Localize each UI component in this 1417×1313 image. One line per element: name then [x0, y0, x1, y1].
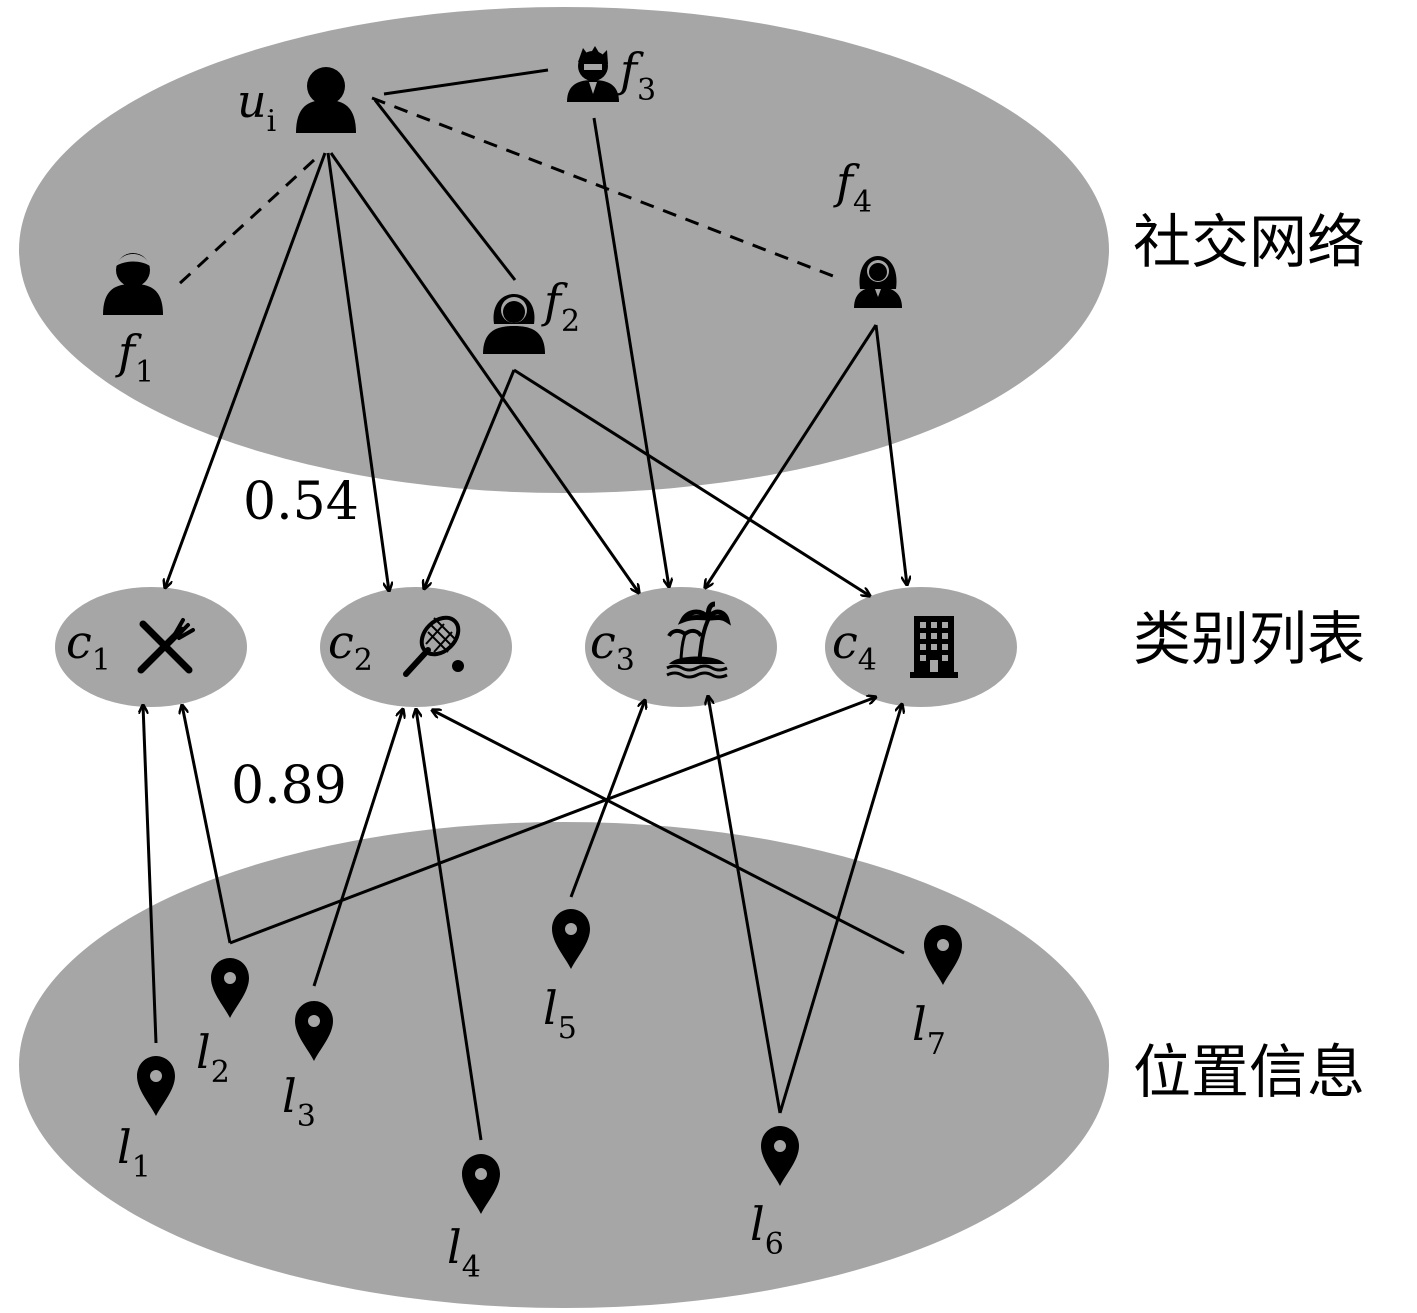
man-icon	[103, 253, 163, 315]
arrow-f4-c4	[874, 324, 907, 585]
section-label-category: 类别列表	[1133, 605, 1365, 673]
map-pin-icon	[295, 1001, 333, 1061]
arrow-ui-c3	[329, 152, 639, 593]
arrow-l1-c1	[143, 705, 158, 1044]
palm-island-icon	[666, 601, 732, 679]
arrow-l6-c4	[778, 704, 902, 1114]
label-l6: l6	[750, 1197, 784, 1262]
edge-ui-f4-dashed	[371, 96, 834, 278]
map-pin-icon	[137, 1056, 175, 1116]
girl-icon	[854, 256, 902, 308]
boy-icon	[567, 46, 619, 102]
category-node-c2	[320, 587, 512, 707]
edge-weight-lower: 0.89	[231, 756, 347, 816]
social-edges	[176, 68, 834, 287]
label-l1: l1	[117, 1120, 151, 1185]
map-pin-icon	[924, 925, 962, 985]
label-l5: l5	[543, 981, 577, 1046]
category-node-c1	[55, 587, 247, 707]
map-pin-icon	[211, 958, 249, 1018]
location-edges	[143, 696, 905, 1141]
label-ui: ui	[237, 74, 276, 139]
arrow-l2-c1	[182, 705, 232, 944]
arrow-ui-c2	[326, 152, 389, 591]
arrow-f2-c4	[513, 368, 870, 596]
label-c1: c1	[66, 615, 111, 678]
label-l2: l2	[196, 1025, 230, 1090]
category-edges	[165, 117, 907, 596]
fork-knife-icon	[137, 618, 195, 674]
location-pins	[137, 909, 962, 1214]
arrow-l5-c3	[569, 700, 645, 898]
edge-weight-upper: 0.54	[243, 472, 359, 532]
label-c2: c2	[328, 615, 373, 678]
label-c3: c3	[590, 615, 635, 678]
section-label-location: 位置信息	[1133, 1038, 1365, 1106]
location-region	[19, 822, 1109, 1308]
arrow-f3-c3	[592, 117, 669, 587]
label-c4: c4	[832, 615, 877, 678]
arrow-f2-c2	[424, 369, 516, 589]
map-pin-icon	[761, 1126, 799, 1186]
arrow-l7-c2	[432, 710, 905, 955]
arrow-l2-c4	[229, 697, 876, 945]
label-l3: l3	[282, 1069, 316, 1134]
arrow-l6-c3	[708, 696, 782, 1114]
edge-ui-f1-dashed	[176, 158, 316, 287]
tennis-racket-icon	[403, 615, 464, 677]
arrow-l4-c2	[416, 709, 483, 1141]
building-icon	[910, 616, 958, 678]
arrow-l3-c2	[312, 709, 403, 987]
label-l7: l7	[912, 997, 946, 1062]
arrow-f4-c3	[705, 324, 878, 588]
node-labels: ui f1 f2 f3 f4 c1 c2 c3 c4 l1 l2 l3 l4 l…	[66, 43, 946, 1285]
map-pin-icon	[552, 909, 590, 969]
social-network-region	[19, 7, 1109, 493]
label-l4: l4	[447, 1220, 481, 1285]
woman-icon	[483, 294, 545, 354]
edge-ui-f3	[383, 68, 549, 96]
user-icon	[296, 67, 356, 133]
edge-ui-f2	[373, 99, 517, 281]
map-pin-icon	[462, 1154, 500, 1214]
section-label-social: 社交网络	[1133, 208, 1365, 276]
arrow-ui-c1	[165, 152, 327, 588]
